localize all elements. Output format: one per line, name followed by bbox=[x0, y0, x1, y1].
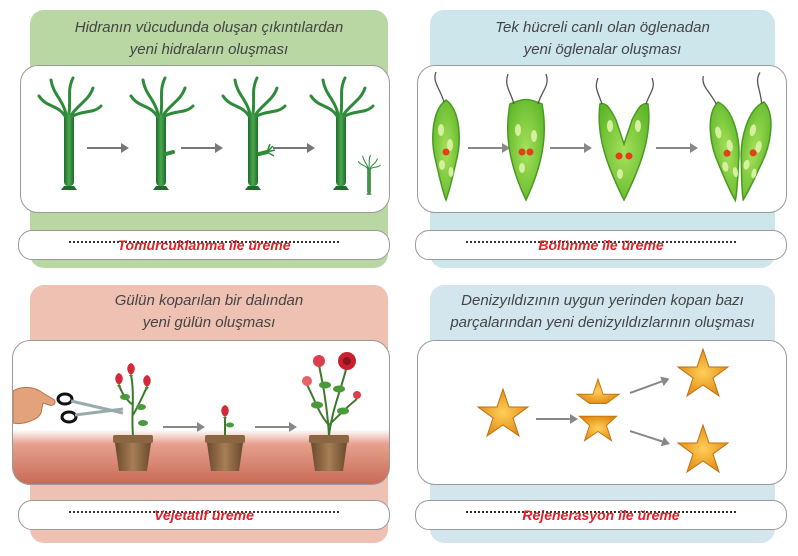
arrow-icon bbox=[86, 142, 130, 154]
euglena-illustration bbox=[417, 65, 787, 213]
scissors-icon bbox=[56, 392, 124, 424]
euglena-title-line1: Tek hücreli canlı olan öglenadan bbox=[495, 19, 710, 36]
hand-icon bbox=[13, 386, 56, 424]
arrow-icon bbox=[180, 142, 224, 154]
starfish-icon bbox=[477, 388, 529, 437]
hydra-icon bbox=[221, 76, 287, 192]
euglena-icon bbox=[432, 71, 460, 201]
rose-pot-icon bbox=[113, 363, 153, 471]
answer-dotted-line bbox=[466, 241, 736, 243]
rose-title-line1: Gülün koparılan bir dalından bbox=[114, 292, 304, 309]
rose-illustration bbox=[12, 340, 390, 485]
small-hydra-icon bbox=[357, 154, 381, 196]
arrow-icon bbox=[254, 421, 298, 433]
euglena-dividing-icon bbox=[506, 73, 548, 202]
starfish-answer-box[interactable]: Rejenerasyon ile üreme bbox=[415, 500, 787, 530]
starfish-piece-icon bbox=[578, 415, 618, 442]
arrow-icon bbox=[535, 413, 579, 425]
hydra-answer: Tomurcuklanma ile üreme bbox=[117, 237, 291, 253]
arrow-icon bbox=[627, 425, 673, 450]
arrow-icon bbox=[549, 142, 593, 154]
hydra-icon bbox=[37, 76, 103, 192]
rose-answer-box[interactable]: Vejetatif üreme bbox=[18, 500, 390, 530]
starfish-title-line1: Denizyıldızının uygun yerinden kopan baz… bbox=[461, 292, 744, 309]
euglena-title-line2: yeni öglenalar oluşması bbox=[523, 41, 682, 58]
hydra-icon bbox=[309, 76, 375, 192]
hydra-title-line2: yeni hidraların oluşması bbox=[129, 41, 289, 58]
answer-dotted-line bbox=[466, 511, 736, 513]
euglena-answer: Bölünme ile üreme bbox=[538, 237, 664, 253]
rose-pot-icon bbox=[302, 352, 361, 471]
hydra-icon bbox=[129, 76, 195, 192]
arrow-icon bbox=[467, 142, 511, 154]
starfish-piece-icon bbox=[575, 377, 621, 404]
hydra-illustration bbox=[20, 65, 390, 213]
rose-answer: Vejetatif üreme bbox=[154, 507, 254, 523]
rose-pot-icon bbox=[205, 405, 245, 471]
answer-dotted-line bbox=[69, 241, 339, 243]
starfish-illustration bbox=[417, 340, 787, 485]
arrow-icon bbox=[162, 421, 206, 433]
rose-title-line2: yeni gülün oluşması bbox=[142, 314, 276, 331]
arrow-icon bbox=[655, 142, 699, 154]
answer-dotted-line bbox=[69, 511, 339, 513]
euglena-splitting-icon bbox=[595, 77, 654, 202]
starfish-answer: Rejenerasyon ile üreme bbox=[522, 507, 680, 523]
hydra-title-line1: Hidranın vücudunda oluşan çıkıntılardan bbox=[74, 19, 344, 36]
starfish-title-line2: parçalarından yeni denizyıldızlarının ol… bbox=[450, 314, 755, 331]
starfish-icon bbox=[677, 348, 729, 397]
arrow-icon bbox=[627, 372, 673, 399]
euglena-answer-box[interactable]: Bölünme ile üreme bbox=[415, 230, 787, 260]
starfish-icon bbox=[677, 424, 729, 473]
hydra-answer-box[interactable]: Tomurcuklanma ile üreme bbox=[18, 230, 390, 260]
arrow-icon bbox=[272, 142, 316, 154]
hydra-bud-icon bbox=[257, 143, 276, 157]
